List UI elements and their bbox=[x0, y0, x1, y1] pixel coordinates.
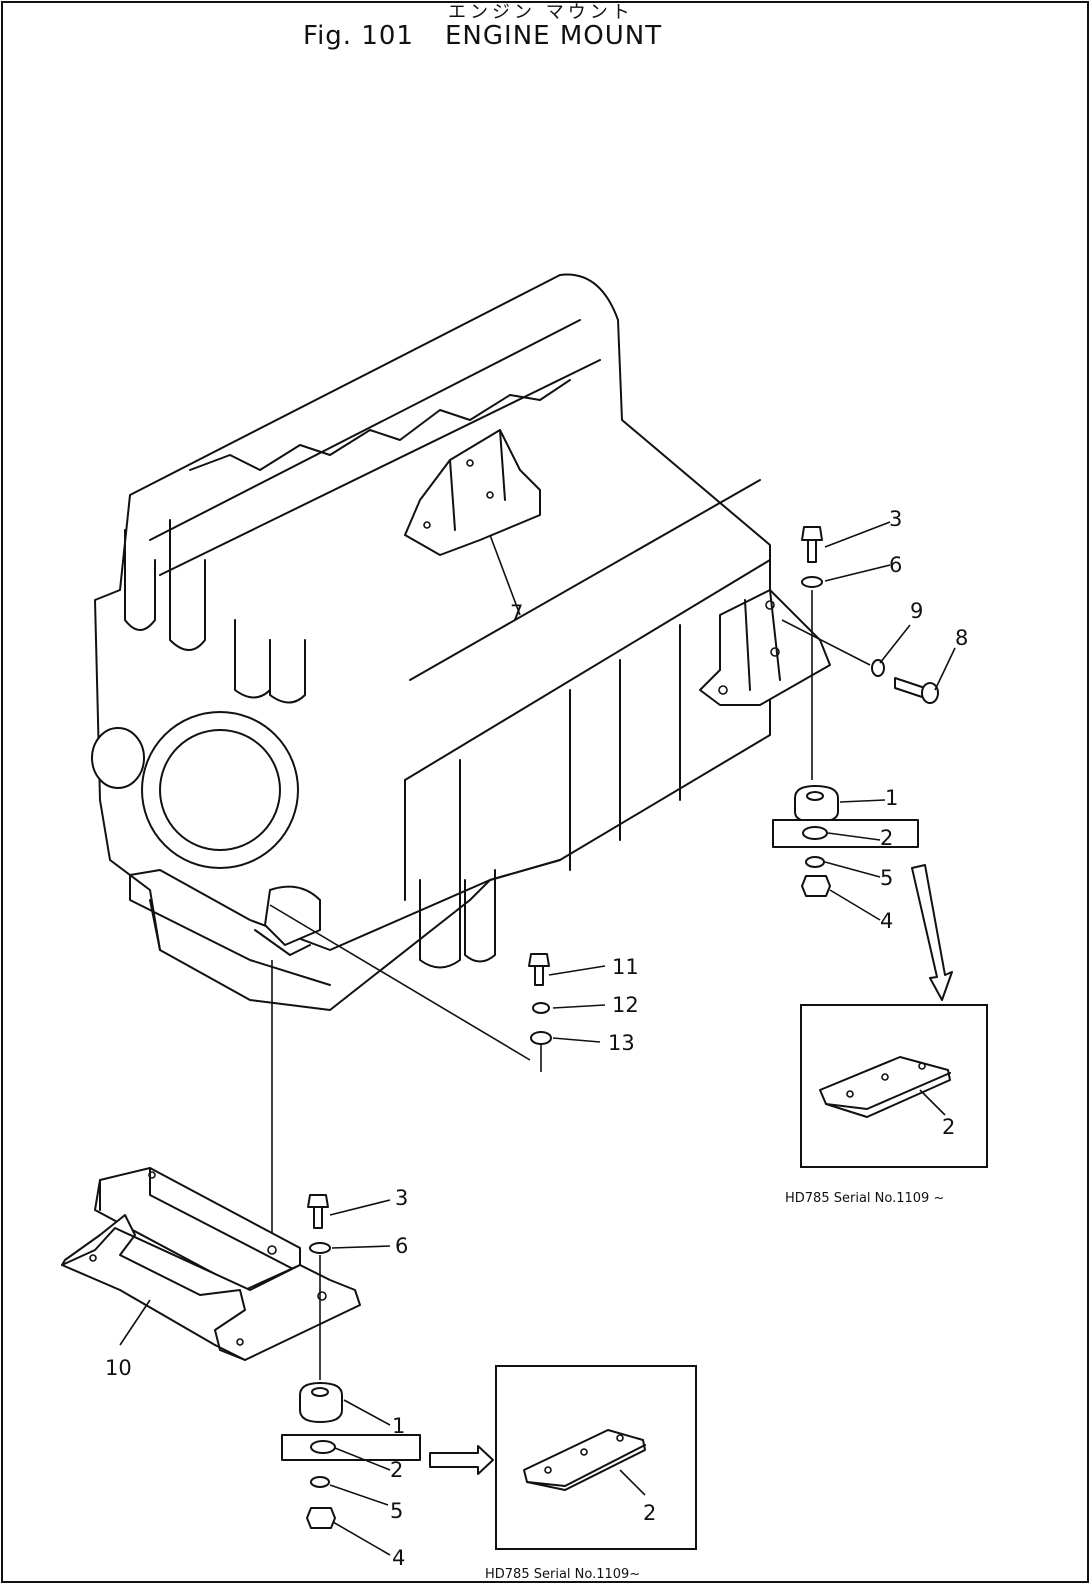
middle-bolt-parts bbox=[269, 904, 606, 1072]
callout-7: 7 bbox=[510, 601, 523, 625]
callout-11: 11 bbox=[612, 955, 639, 979]
callout-2-bottom: 2 bbox=[390, 1458, 403, 1482]
figure-title: ENGINE MOUNT bbox=[445, 21, 662, 51]
callout-5-bottom: 5 bbox=[390, 1499, 403, 1523]
inset-bottom-caption: HD785 Serial No.1109~ bbox=[485, 1567, 640, 1582]
inset-bottom bbox=[495, 1365, 697, 1550]
callout-12: 12 bbox=[612, 993, 639, 1017]
callout-6-bottom: 6 bbox=[395, 1234, 408, 1258]
inset-right-caption: HD785 Serial No.1109 ~ bbox=[785, 1191, 944, 1206]
callout-1-bottom: 1 bbox=[392, 1414, 405, 1438]
callout-4-bottom: 4 bbox=[392, 1546, 405, 1570]
callout-1-top: 1 bbox=[885, 786, 898, 810]
figure-number: Fig. 101 bbox=[303, 21, 414, 51]
inset-right-callout-2: 2 bbox=[942, 1115, 955, 1139]
callout-2-top: 2 bbox=[880, 826, 893, 850]
engine-block-drawing bbox=[91, 273, 831, 1011]
inset-bottom-callout-2: 2 bbox=[643, 1501, 656, 1525]
callout-5-top: 5 bbox=[880, 866, 893, 890]
callout-6-top: 6 bbox=[889, 553, 902, 577]
callout-13: 13 bbox=[608, 1031, 635, 1055]
callout-3-top: 3 bbox=[889, 507, 902, 531]
title-japanese: エンジン マウント bbox=[448, 2, 634, 23]
right-mount-parts bbox=[489, 521, 956, 1001]
callout-8: 8 bbox=[955, 626, 968, 650]
callout-9: 9 bbox=[910, 599, 923, 623]
callout-3-bottom: 3 bbox=[395, 1186, 408, 1210]
bottom-mount-parts bbox=[61, 960, 494, 1556]
callout-10: 10 bbox=[105, 1356, 132, 1380]
callout-4-top: 4 bbox=[880, 909, 893, 933]
inset-right bbox=[800, 1004, 988, 1168]
